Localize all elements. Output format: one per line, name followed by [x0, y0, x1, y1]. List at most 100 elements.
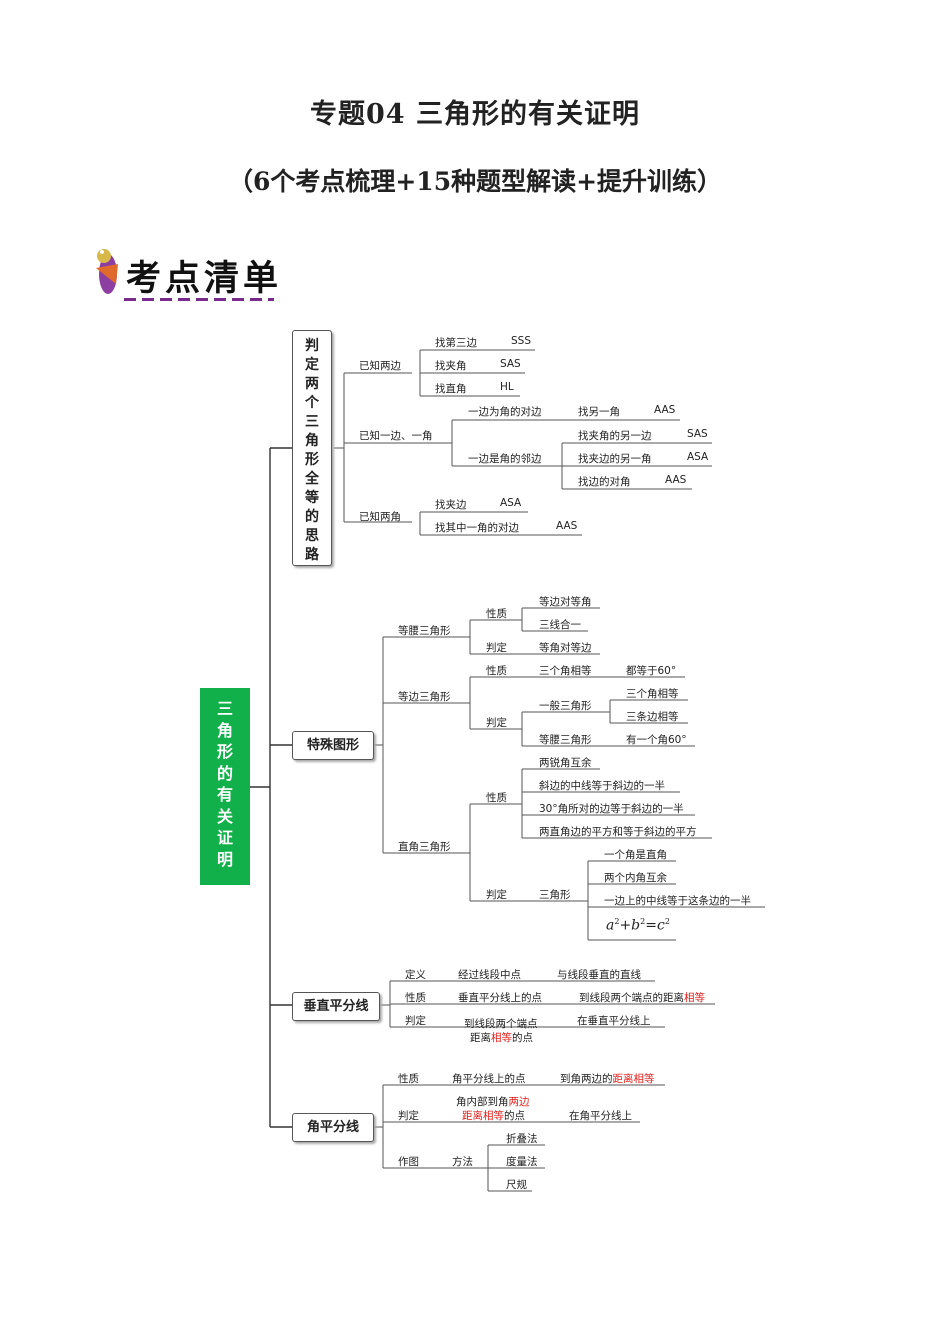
ab-draw-label: 作图 [398, 1156, 419, 1168]
eq-g1: 三个角相等 [626, 688, 679, 700]
rt-tri-label: 三角形 [539, 889, 571, 901]
iso-p2: 三线合一 [539, 619, 581, 631]
pb-prop2-highlight: 相等 [684, 992, 705, 1004]
iso-p1: 等边对等角 [539, 596, 592, 608]
pb-def1: 经过线段中点 [458, 969, 521, 981]
asa-label: ASA [687, 451, 709, 463]
right-triangle-label: 直角三角形 [398, 841, 451, 853]
branch-congruence-node: 判定两个三角形全等的思路 [292, 330, 332, 566]
pb-judge1d-text: 的点 [512, 1032, 533, 1044]
isosceles-label: 等腰三角形 [398, 625, 451, 637]
sss-label: SSS [511, 335, 531, 347]
page-title: 专题04 三角形的有关证明 [310, 99, 640, 130]
find-other-angle-included: 找夹边的另一角 [578, 453, 652, 465]
pb-judge1-highlight: 相等 [491, 1032, 512, 1044]
pb-judge1b-text: 距离 [470, 1032, 491, 1044]
ab-method-label: 方法 [452, 1156, 473, 1168]
eq-iso-label: 等腰三角形 [539, 734, 592, 746]
rt-property-label: 性质 [486, 792, 507, 804]
pb-prop-label: 性质 [405, 992, 426, 1004]
iso-judge-label: 判定 [486, 642, 507, 654]
branch-perp-bisector-label: 垂直平分线 [303, 999, 369, 1014]
ab-judge1b: 距离相等的点 [462, 1108, 525, 1123]
eq-g2: 三条边相等 [626, 711, 679, 723]
rt-p1: 两锐角互余 [539, 757, 592, 769]
ab-judge1a: 角内部到角两边 [456, 1094, 530, 1109]
iso-j1: 等角对等边 [539, 642, 592, 654]
asa2-label: ASA [500, 497, 522, 509]
find-right-angle: 找直角 [435, 383, 467, 395]
ab-prop2: 到角两边的距离相等 [560, 1071, 655, 1086]
eq-general-label: 一般三角形 [539, 700, 592, 712]
find-opposite-side: 找其中一角的对边 [435, 522, 519, 534]
pb-judge1a: 到线段两个端点 [464, 1018, 538, 1030]
find-included-other-side: 找夹角的另一边 [578, 430, 652, 442]
rt-p3: 30°角所对的边等于斜边的一半 [539, 803, 684, 815]
rt-j2: 两个内角互余 [604, 872, 667, 884]
pythagorean-formula: a2+b2=c2 [606, 917, 670, 934]
equilateral-label: 等边三角形 [398, 691, 451, 703]
branch-angle-bisector-node: 角平分线 [292, 1113, 374, 1142]
ab-prop2-highlight: 距离相等 [612, 1073, 655, 1085]
ab-judge1a-highlight: 两边 [508, 1096, 530, 1108]
ab-prop2-text: 到角两边的 [560, 1073, 613, 1085]
sas-label: SAS [500, 358, 521, 370]
pb-def-label: 定义 [405, 969, 426, 981]
root-node: 三角形的有关证明 [200, 688, 250, 885]
find-included-angle: 找夹角 [435, 360, 467, 372]
eq-p1: 三个角相等 [539, 665, 592, 677]
ab-prop-label: 性质 [398, 1073, 419, 1085]
find-other-angle: 找另一角 [578, 406, 620, 418]
pb-judge1b: 距离相等的点 [470, 1030, 533, 1045]
logo-underline [124, 298, 274, 301]
branch-special-label: 特殊图形 [306, 738, 359, 753]
eq-iso1: 有一个角60° [626, 734, 687, 746]
side-adjacent-label: 一边是角的邻边 [468, 453, 542, 465]
pb-def2: 与线段垂直的直线 [557, 969, 641, 981]
ab-judge1b-highlight: 距离相等 [462, 1110, 504, 1122]
ab-judge-label: 判定 [398, 1110, 419, 1122]
rt-j1: 一个角是直角 [604, 849, 667, 861]
aas2-label: AAS [665, 474, 687, 486]
aas-label: AAS [654, 404, 676, 416]
pb-judge2: 在垂直平分线上 [577, 1015, 651, 1027]
branch-angle-bisector-label: 角平分线 [306, 1120, 359, 1135]
hl-label: HL [500, 381, 514, 393]
pb-judge-label: 判定 [405, 1015, 426, 1027]
sas2-label: SAS [687, 428, 708, 440]
rt-judge-label: 判定 [486, 889, 507, 901]
aas3-label: AAS [556, 520, 578, 532]
pb-prop2-text: 到线段两个端点的距离 [579, 992, 684, 1004]
ab-m1: 折叠法 [506, 1133, 538, 1145]
pb-prop2: 到线段两个端点的距离相等 [579, 990, 705, 1005]
ab-judge2: 在角平分线上 [569, 1110, 632, 1122]
two-angles-label: 已知两角 [359, 511, 401, 523]
branch-special-node: 特殊图形 [292, 731, 374, 760]
side-angle-label: 已知一边、一角 [359, 430, 433, 442]
rt-j3: 一边上的中线等于这条边的一半 [604, 895, 751, 907]
ab-judge1a-text: 角内部到角 [456, 1096, 509, 1108]
side-opposite-label: 一边为角的对边 [468, 406, 542, 418]
eq-p1b: 都等于60° [626, 665, 677, 677]
rt-p4: 两直角边的平方和等于斜边的平方 [539, 826, 697, 838]
iso-property-label: 性质 [486, 608, 507, 620]
ab-prop1: 角平分线上的点 [452, 1073, 526, 1085]
mascot-icon [96, 249, 118, 294]
find-included-side: 找夹边 [435, 499, 467, 511]
logo-kaodian-qingdan: 考点清单 [88, 244, 288, 308]
eq-judge-label: 判定 [486, 717, 507, 729]
branch-congruence-label: 判定两个三角形全等的思路 [305, 338, 319, 563]
find-third-side: 找第三边 [435, 337, 477, 349]
eq-property-label: 性质 [486, 665, 507, 677]
find-opposite-angle: 找边的对角 [578, 476, 631, 488]
ab-judge1b-text: 的点 [504, 1110, 525, 1122]
root-label: 三角形的有关证明 [216, 699, 233, 869]
page-subtitle: （6个考点梳理+15种题型解读+提升训练） [227, 167, 723, 196]
ab-m3: 尺规 [506, 1179, 527, 1191]
ab-m2: 度量法 [506, 1156, 538, 1168]
rt-p2: 斜边的中线等于斜边的一半 [539, 780, 665, 792]
logo-text: 考点清单 [126, 258, 283, 299]
two-sides-label: 已知两边 [359, 360, 401, 372]
branch-perp-bisector-node: 垂直平分线 [292, 992, 380, 1021]
